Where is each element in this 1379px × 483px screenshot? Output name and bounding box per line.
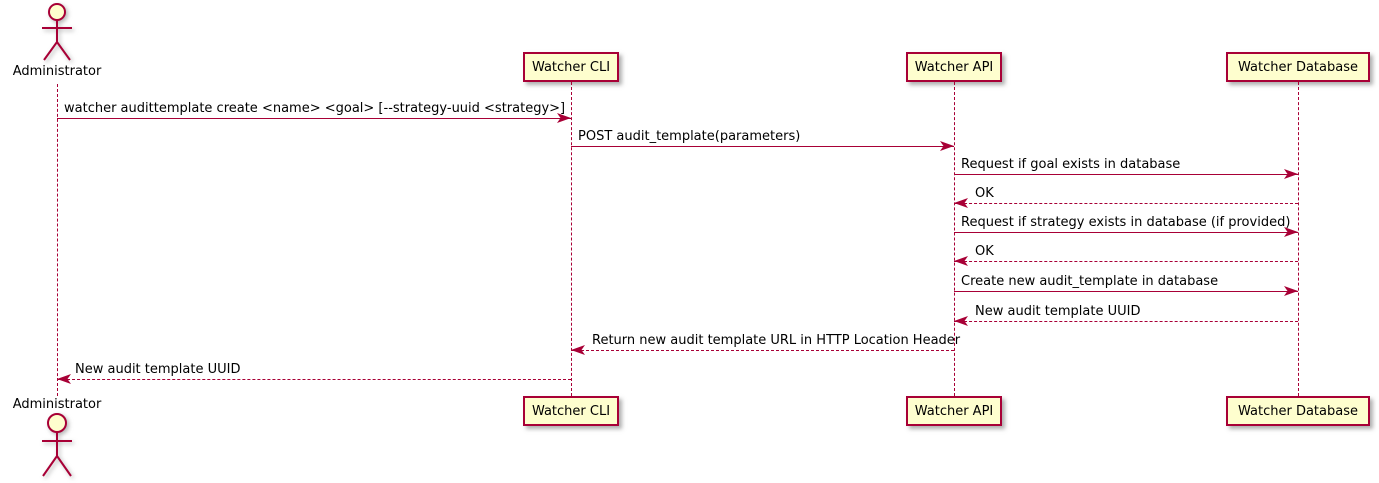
- message-5-line: [954, 232, 1298, 233]
- message-4-line: [954, 203, 1298, 204]
- message-2-label: POST audit_template(parameters): [578, 129, 801, 144]
- arrowhead-left-icon: [57, 374, 71, 384]
- lifeline-watcher-api: [954, 82, 955, 396]
- participant-label: Watcher CLI: [531, 59, 611, 75]
- arrowhead-left-icon: [954, 256, 968, 266]
- arrowhead-right-icon: [1284, 286, 1298, 296]
- arrowhead-right-icon: [557, 113, 571, 123]
- participant-label: Watcher CLI: [531, 403, 611, 419]
- participant-box-watcher-cli-bottom: Watcher CLI: [523, 396, 619, 426]
- message-6-line: [954, 261, 1298, 262]
- message-10-line: [57, 379, 571, 380]
- participant-box-watcher-database-top: Watcher Database: [1226, 52, 1370, 82]
- lifeline-watcher-database: [1298, 82, 1299, 396]
- arrowhead-right-icon: [940, 141, 954, 151]
- participant-box-watcher-api-top: Watcher API: [906, 52, 1002, 82]
- message-3-label: Request if goal exists in database: [961, 157, 1181, 172]
- message-1-label: watcher audittemplate create <name> <goa…: [64, 101, 566, 116]
- message-2-line: [571, 146, 954, 147]
- message-10-label: New audit template UUID: [75, 362, 241, 377]
- actor-administrator-label-top: Administrator: [12, 64, 102, 79]
- arrowhead-right-icon: [1284, 169, 1298, 179]
- participant-box-watcher-cli-top: Watcher CLI: [523, 52, 619, 82]
- participant-label: Watcher Database: [1238, 59, 1358, 75]
- message-7-line: [954, 291, 1298, 292]
- message-3-line: [954, 174, 1298, 175]
- participant-label: Watcher API: [914, 59, 994, 75]
- message-1-line: [57, 118, 571, 119]
- arrowhead-left-icon: [571, 345, 585, 355]
- actor-administrator-icon: [42, 413, 72, 477]
- message-5-label: Request if strategy exists in database (…: [961, 215, 1291, 230]
- message-4-label: OK: [975, 186, 994, 201]
- arrowhead-left-icon: [954, 316, 968, 326]
- message-9-label: Return new audit template URL in HTTP Lo…: [592, 333, 961, 348]
- message-6-label: OK: [975, 244, 994, 259]
- actor-administrator-label-bottom: Administrator: [12, 397, 102, 412]
- message-8-label: New audit template UUID: [975, 304, 1141, 319]
- participant-label: Watcher Database: [1238, 403, 1358, 419]
- message-8-line: [954, 321, 1298, 322]
- actor-administrator-icon: [42, 3, 72, 61]
- arrowhead-right-icon: [1284, 227, 1298, 237]
- lifeline-watcher-cli: [571, 82, 572, 396]
- arrowhead-left-icon: [954, 198, 968, 208]
- participant-box-watcher-database-bottom: Watcher Database: [1226, 396, 1370, 426]
- participant-label: Watcher API: [914, 403, 994, 419]
- message-7-label: Create new audit_template in database: [961, 274, 1219, 289]
- message-9-line: [571, 350, 954, 351]
- participant-box-watcher-api-bottom: Watcher API: [906, 396, 1002, 426]
- lifeline-administrator: [57, 84, 58, 396]
